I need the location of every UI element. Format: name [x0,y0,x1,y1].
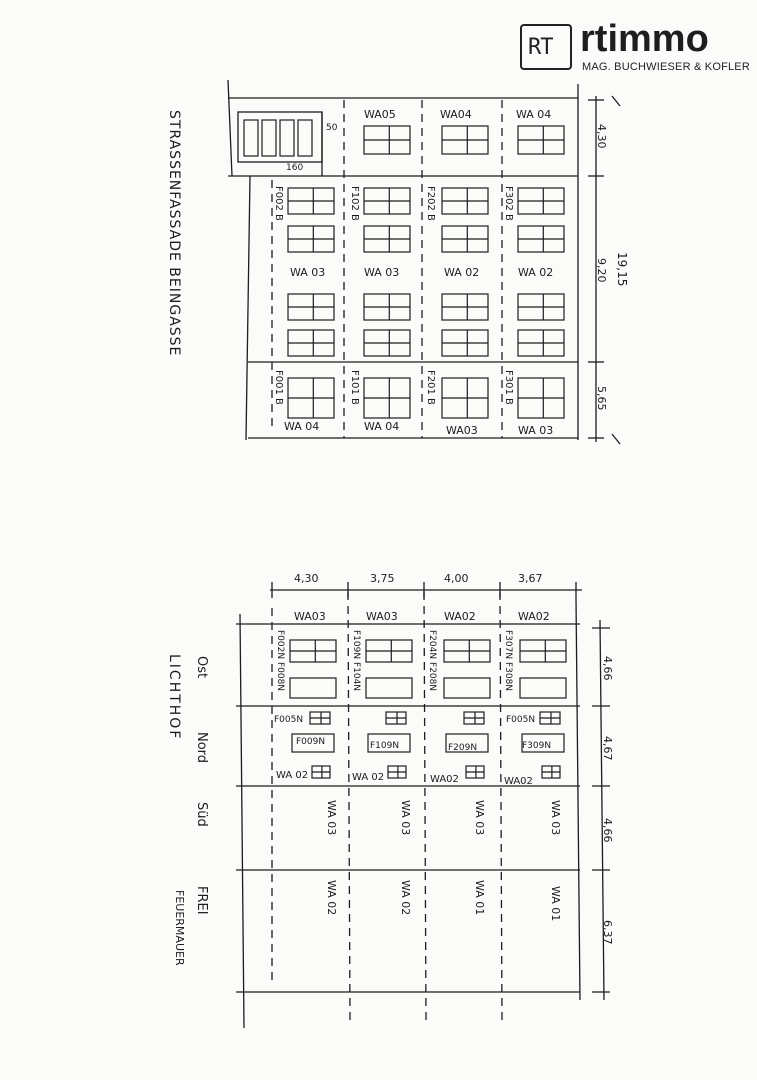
row4-label-1: WA 02 [325,880,338,915]
top-bottom-label-3: WA03 [446,424,478,437]
top-code-upper-3: F202 B [425,186,436,221]
stair-window-2 [261,119,277,157]
top-code-upper-2: F102 B [349,186,360,221]
top-overall-dim: 19,15 [615,252,629,286]
code-b-6: F309N [522,741,551,751]
stair-window-3 [279,119,295,157]
top-small-dim-2: 160 [286,163,303,173]
row2-bottom-3: WA02 [430,774,459,785]
col-dim-3: 4,00 [444,572,469,585]
code-b-1: F005N [274,715,303,725]
court-window-b-2 [365,677,413,699]
brand-tagline: MAG. BUCHWIESER & KOFLER [582,61,750,73]
court-window-b-3 [443,677,491,699]
top-mid-label-1: WA 03 [290,266,325,279]
top-caption: STRASSENFASSADE BEINGASSE [166,110,182,356]
court-window-d-1 [291,733,335,753]
row3-label-3: WA 03 [473,800,486,835]
row-dim-3: 4,66 [601,818,614,843]
top-code-upper-1: F002 B [273,186,284,221]
top-facade-sketch [227,79,621,445]
top-header-label-3: WA 04 [516,108,551,121]
bottom-header-1: WA03 [294,610,326,623]
top-code-upper-4: F302 B [503,186,514,221]
top-code-lower-2: F101 B [349,370,360,405]
top-mid-label-2: WA 03 [364,266,399,279]
side-label-sued: Süd [194,802,209,827]
code-b-3: F109N [370,741,399,751]
bottom-courtyard-sketch [236,582,610,1029]
top-mid-label-3: WA 02 [444,266,479,279]
code-b-2: F009N [296,737,325,747]
stair-window-1 [243,119,259,157]
top-header-label-2: WA04 [440,108,472,121]
row3-label-4: WA 03 [549,800,562,835]
row4-label-3: WA 01 [473,880,486,915]
top-bottom-label-2: WA 04 [364,420,399,433]
bottom-header-4: WA02 [518,610,550,623]
top-row-dim-1: 4,30 [595,124,608,149]
top-mid-label-4: WA 02 [518,266,553,279]
code-a-1: F002N F008N [275,630,285,691]
row3-label-2: WA 03 [399,800,412,835]
brand-name: rtimmo [580,18,709,60]
row-dim-2: 4,67 [601,736,614,761]
court-window-d-3 [445,733,489,753]
court-window-b-1 [289,677,337,699]
court-window-d-4 [521,733,565,753]
top-row-dim-2: 9,20 [595,258,608,283]
row-dim-1: 4,66 [601,656,614,681]
col-dim-1: 4,30 [294,572,319,585]
logo-mark: RT [520,24,572,70]
col-dim-2: 3,75 [370,572,395,585]
side-label-frei: FREI [194,886,209,915]
row2-bottom-1: WA 02 [276,770,308,781]
court-window-b-4 [519,677,567,699]
top-row-dim-3: 5,65 [595,386,608,411]
side-label-nord: Nord [194,732,209,763]
top-small-dim-1: 50 [326,123,338,133]
side-label-feuermauer: FEUERMAUER [173,890,186,966]
code-b-5: F005N [506,715,535,725]
code-a-3: F204N F208N [427,630,437,691]
code-b-4: F209N [448,743,477,753]
top-code-lower-4: F301 B [503,370,514,405]
row3-label-1: WA 03 [325,800,338,835]
row4-label-2: WA 02 [399,880,412,915]
logo-mark-text: RT [528,35,553,60]
row2-bottom-4: WA02 [504,776,533,787]
row2-bottom-2: WA 02 [352,772,384,783]
code-a-2: F109N F104N [351,630,361,691]
row4-label-4: WA 01 [549,886,562,921]
side-label-ost: Ost [194,656,209,678]
row-dim-4: 6,37 [601,920,614,945]
bottom-header-2: WA03 [366,610,398,623]
top-bottom-label-1: WA 04 [284,420,319,433]
top-code-lower-1: F001 B [273,370,284,405]
top-header-label-1: WA05 [364,108,396,121]
code-a-4: F307N F308N [503,630,513,691]
bottom-caption: LICHTHOF [166,654,182,740]
top-code-lower-3: F201 B [425,370,436,405]
col-dim-4: 3,67 [518,572,543,585]
court-window-d-2 [367,733,411,753]
top-bottom-label-4: WA 03 [518,424,553,437]
bottom-header-3: WA02 [444,610,476,623]
stair-window-4 [297,119,313,157]
